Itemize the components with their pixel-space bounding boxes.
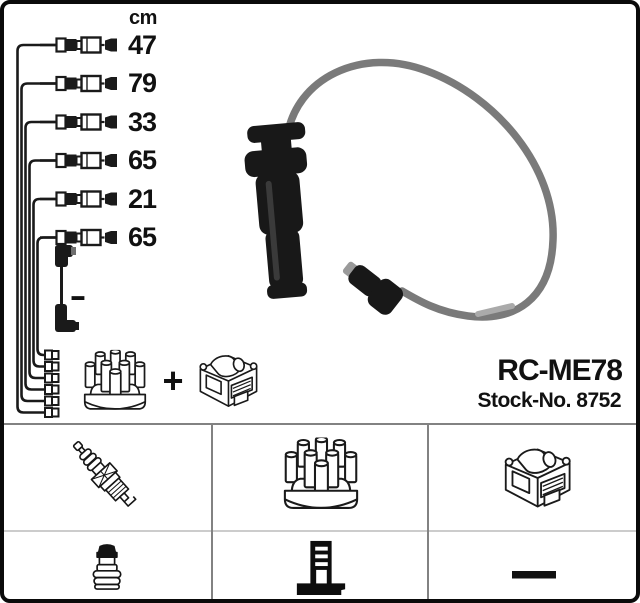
distributor-cap-icon [79, 343, 151, 423]
coil-wire-art [55, 245, 79, 332]
cable-length-3: 33 [128, 107, 157, 137]
distributor-cap-icon-cell [278, 432, 364, 522]
empty-cell-dash: — [512, 528, 556, 603]
wire-set-diagram [16, 36, 557, 418]
stock-number: Stock-No. 8752 [477, 389, 621, 412]
cable-length-4: 65 [128, 145, 157, 175]
product-model: RC-ME78 [497, 354, 623, 387]
cable-length-5: 21 [128, 184, 157, 214]
ignition-coil-icon [190, 341, 264, 421]
plug-boot-photo [244, 122, 308, 299]
grid-top-line [0, 423, 640, 425]
spark-plug-icon [52, 428, 158, 524]
grid-vertical-line-2 [427, 423, 429, 603]
plug-cover-icon [88, 538, 126, 596]
unit-header: cm [129, 7, 157, 29]
grid-vertical-line-1 [211, 423, 213, 603]
plus-sign: + [162, 360, 184, 401]
cable-length-7-dash: – [70, 272, 86, 318]
ignition-coil-icon-cell [494, 434, 578, 522]
cable-length-1: 47 [128, 30, 157, 60]
elbow-boot-photo [342, 261, 404, 315]
grid-row-divider [0, 530, 640, 532]
cable-length-2: 79 [128, 68, 157, 98]
cable-length-6: 65 [128, 222, 157, 252]
spark-plug-wire-photo [244, 58, 557, 321]
terminal-connector-icon [294, 539, 348, 595]
